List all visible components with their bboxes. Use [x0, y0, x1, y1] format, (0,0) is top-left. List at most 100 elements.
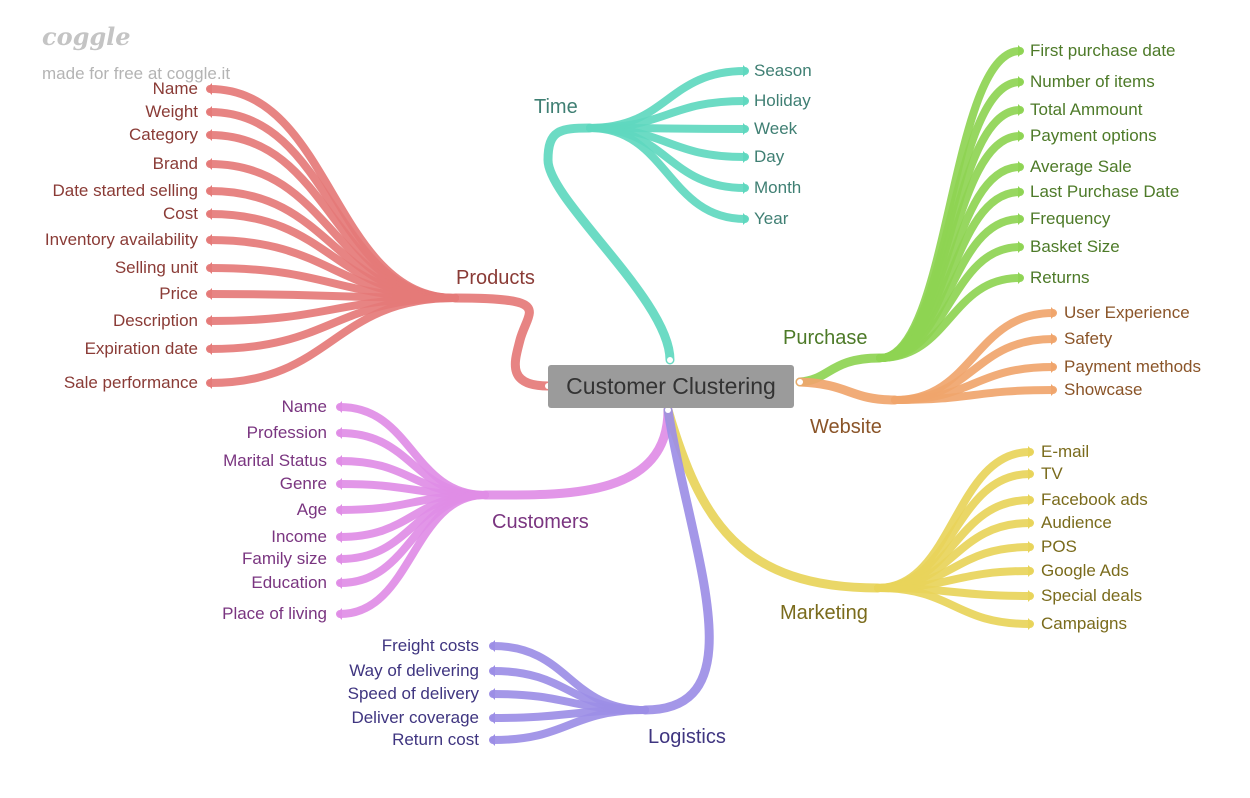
- products-leaf-label[interactable]: Date started selling: [52, 181, 198, 200]
- website-leaf-link: [891, 386, 1057, 404]
- purchase-branch-label[interactable]: Purchase: [783, 327, 868, 349]
- website-leaf-label[interactable]: User Experience: [1064, 303, 1190, 322]
- products-leaf-arrow: [206, 262, 212, 274]
- purchase-leaf-arrow: [1018, 213, 1024, 225]
- time-leaf-label[interactable]: Month: [754, 178, 802, 197]
- logistics-leaf-arrow: [489, 688, 495, 700]
- products-leaf-arrow: [206, 185, 212, 197]
- time-leaf-label[interactable]: Year: [754, 209, 789, 228]
- purchase-leaf-label[interactable]: Number of items: [1030, 72, 1155, 91]
- marketing-leaf-arrow: [1028, 446, 1034, 458]
- time-leaf-label[interactable]: Season: [754, 61, 812, 80]
- time-leaf-label[interactable]: Holiday: [754, 91, 811, 110]
- purchase-leaf-label[interactable]: Payment options: [1030, 126, 1157, 145]
- time-leaf-arrow: [743, 65, 749, 77]
- customers-leaf-label[interactable]: Education: [251, 573, 327, 592]
- root-node-label: Customer Clustering: [566, 373, 776, 399]
- root-node[interactable]: [548, 365, 794, 408]
- purchase-leaf-arrow: [1018, 161, 1024, 173]
- purchase-leaf-arrow: [1018, 241, 1024, 253]
- customers-leaf-label[interactable]: Genre: [279, 474, 327, 493]
- purchase-leaf-arrow: [1018, 272, 1024, 284]
- products-leaf-link: [206, 160, 459, 302]
- purchase-leaf-arrow: [1018, 45, 1024, 57]
- products-leaf-arrow: [206, 343, 212, 355]
- customers-leaf-arrow: [336, 401, 342, 413]
- purchase-leaf-label[interactable]: Average Sale: [1030, 157, 1132, 176]
- website-leaf-label[interactable]: Showcase: [1064, 380, 1143, 399]
- marketing-leaf-arrow: [1028, 541, 1034, 553]
- website-leaf-label[interactable]: Payment methods: [1064, 357, 1202, 376]
- products-leaf-label[interactable]: Sale performance: [63, 373, 198, 392]
- products-leaf-label[interactable]: Inventory availability: [44, 230, 198, 249]
- website-leaf-arrow: [1051, 333, 1057, 345]
- customers-leaf-label[interactable]: Name: [281, 397, 327, 416]
- coggle-credit: made for free at coggle.it: [42, 64, 231, 83]
- purchase-leaf-label[interactable]: Frequency: [1030, 209, 1111, 228]
- products-leaf-label[interactable]: Brand: [152, 154, 198, 173]
- customers-leaf-link: [336, 491, 489, 618]
- logistics-leaf-label[interactable]: Way of delivering: [349, 661, 479, 680]
- products-leaf-label[interactable]: Weight: [145, 102, 198, 121]
- products-leaf-label[interactable]: Expiration date: [84, 339, 198, 358]
- customers-leaf-label[interactable]: Income: [271, 527, 327, 546]
- products-leaf-arrow: [206, 83, 212, 95]
- products-leaf-arrow: [206, 208, 212, 220]
- products-leaf-label[interactable]: Selling unit: [114, 258, 198, 277]
- logistics-leaf-arrow: [489, 640, 495, 652]
- marketing-leaf-label[interactable]: Audience: [1041, 513, 1112, 532]
- marketing-branch-label[interactable]: Marketing: [780, 602, 868, 624]
- marketing-leaf-label[interactable]: TV: [1041, 464, 1063, 483]
- purchase-leaf-label[interactable]: Total Ammount: [1030, 100, 1143, 119]
- time-leaf-label[interactable]: Week: [754, 119, 798, 138]
- marketing-leaf-label[interactable]: E-mail: [1041, 442, 1090, 461]
- marketing-leaf-label[interactable]: Special deals: [1041, 586, 1143, 605]
- logistics-leaf-arrow: [489, 665, 495, 677]
- products-leaf-label[interactable]: Price: [159, 284, 198, 303]
- customers-leaf-label[interactable]: Family size: [241, 549, 327, 568]
- marketing-leaf-label[interactable]: Facebook ads: [1041, 490, 1148, 509]
- time-leaf-arrow: [743, 213, 749, 225]
- marketing-leaf-label[interactable]: Campaigns: [1041, 614, 1127, 633]
- purchase-leaf-label[interactable]: Basket Size: [1030, 237, 1120, 256]
- customers-leaf-label[interactable]: Marital Status: [223, 451, 327, 470]
- purchase-leaf-label[interactable]: Last Purchase Date: [1030, 182, 1180, 201]
- website-leaf-arrow: [1051, 384, 1057, 396]
- customers-leaf-arrow: [336, 504, 342, 516]
- logistics-leaf-label[interactable]: Freight costs: [381, 636, 479, 655]
- root-connector-dot: [665, 407, 671, 413]
- customers-leaf-arrow: [336, 531, 342, 543]
- customers-leaf-arrow: [336, 478, 342, 490]
- logistics-leaf-label[interactable]: Speed of delivery: [347, 684, 479, 703]
- website-branch-label[interactable]: Website: [810, 416, 882, 438]
- marketing-leaf-arrow: [1028, 468, 1034, 480]
- products-leaf-arrow: [206, 129, 212, 141]
- purchase-leaf-link: [876, 274, 1024, 362]
- logistics-leaf-label[interactable]: Return cost: [392, 730, 479, 749]
- purchase-leaf-label[interactable]: First purchase date: [1030, 41, 1176, 60]
- purchase-leaf-label[interactable]: Returns: [1030, 268, 1090, 287]
- products-leaf-link: [206, 294, 459, 387]
- products-leaf-label[interactable]: Description: [112, 311, 198, 330]
- products-leaf-label[interactable]: Cost: [163, 204, 198, 223]
- products-leaf-label[interactable]: Name: [152, 79, 198, 98]
- website-leaf-label[interactable]: Safety: [1064, 329, 1113, 348]
- marketing-leaf-label[interactable]: Google Ads: [1041, 561, 1129, 580]
- customers-leaf-label[interactable]: Place of living: [222, 604, 327, 623]
- marketing-leaf-arrow: [1028, 590, 1034, 602]
- products-branch-label[interactable]: Products: [456, 267, 535, 289]
- customers-leaf-label[interactable]: Profession: [246, 423, 327, 442]
- products-leaf-label[interactable]: Category: [129, 125, 198, 144]
- customers-leaf-label[interactable]: Age: [296, 500, 327, 519]
- time-leaf-arrow: [743, 182, 749, 194]
- customers-branch-label[interactable]: Customers: [492, 511, 589, 533]
- marketing-leaf-label[interactable]: POS: [1041, 537, 1077, 556]
- time-branch-label[interactable]: Time: [534, 96, 578, 118]
- time-leaf-label[interactable]: Day: [754, 147, 785, 166]
- products-leaf-arrow: [206, 234, 212, 246]
- logistics-leaf-label[interactable]: Deliver coverage: [351, 708, 479, 727]
- root-connector-dot: [667, 357, 673, 363]
- logistics-branch-label[interactable]: Logistics: [648, 726, 726, 748]
